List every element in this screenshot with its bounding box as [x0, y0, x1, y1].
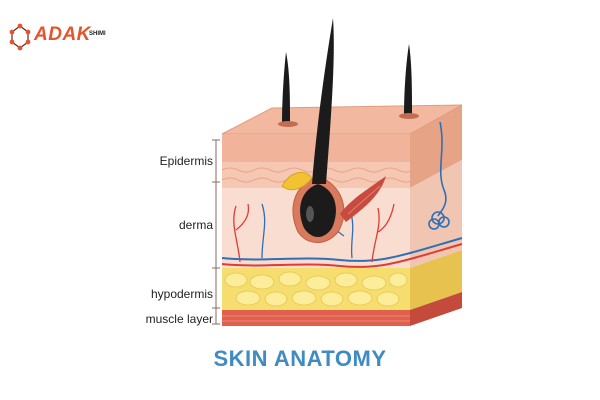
- label-hypodermis: hypodermis: [150, 287, 213, 301]
- molecule-logo-icon: [9, 23, 31, 51]
- sweat-gland: [428, 211, 450, 230]
- muscle-layer: [222, 310, 410, 326]
- label-epidermis: Epidermis: [159, 154, 213, 168]
- label-muscle-layer: muscle layer: [145, 312, 213, 326]
- sebaceous-gland: [281, 171, 313, 191]
- muscle-side: [410, 292, 462, 326]
- fat-cells: [224, 271, 408, 307]
- diagram-title: SKIN ANATOMY: [213, 346, 387, 371]
- logo-sub-text: SHIMI: [89, 31, 106, 37]
- label-derma: derma: [178, 218, 213, 232]
- skin-surface: [222, 105, 462, 134]
- hypodermis-side: [410, 250, 462, 310]
- nerve: [437, 121, 447, 217]
- vein: [221, 237, 463, 263]
- left-hair: [282, 52, 290, 122]
- layer-bracket: [212, 139, 220, 325]
- logo-brand-text: ADAK: [34, 24, 91, 45]
- epidermis-side: [410, 105, 462, 188]
- main-hair: [312, 18, 334, 184]
- artery: [221, 243, 463, 269]
- hair-bulb: [300, 184, 336, 237]
- right-hair: [404, 44, 412, 114]
